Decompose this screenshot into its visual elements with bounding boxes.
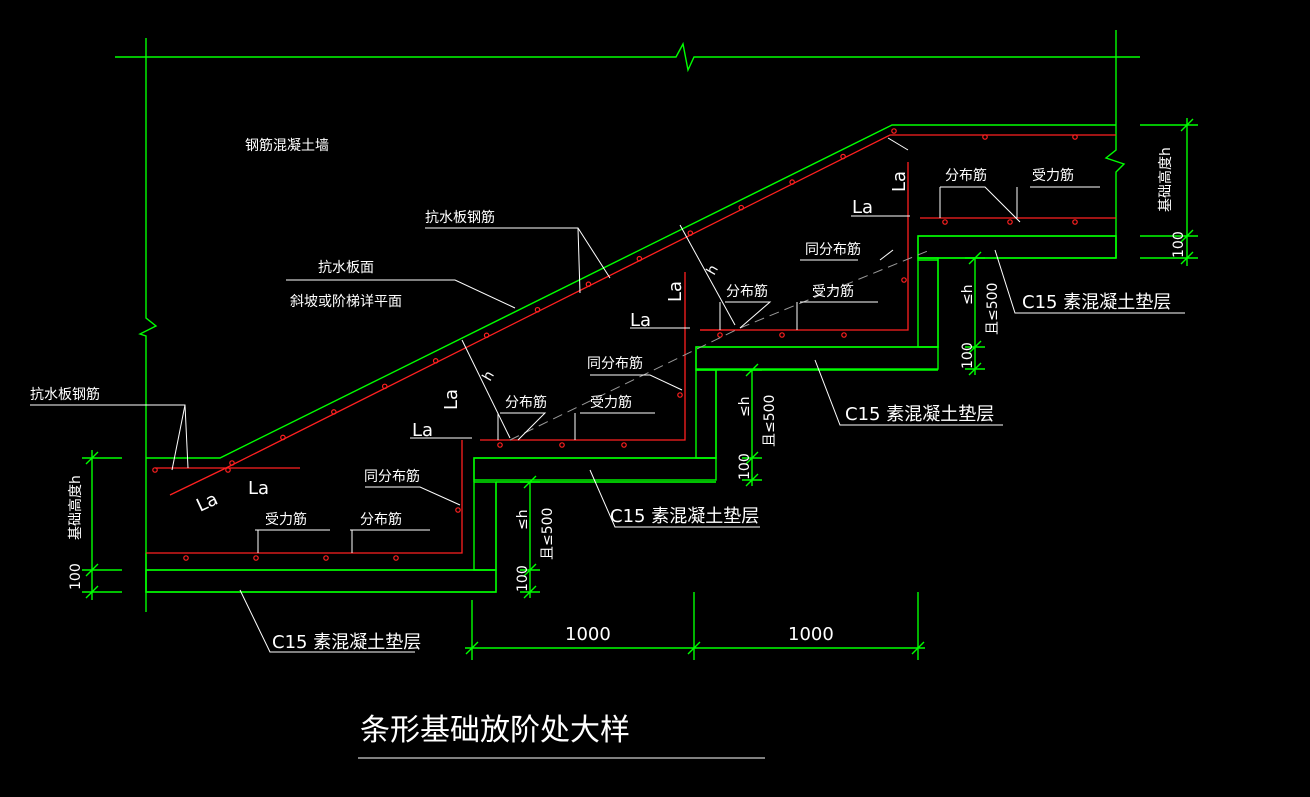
rebar-section-dot bbox=[738, 204, 745, 211]
la-label-6: La bbox=[665, 281, 686, 302]
rebar-lines bbox=[146, 134, 1116, 554]
main-rebar-label-4: 受力筋 bbox=[265, 511, 307, 528]
main-rebar-label-2: 受力筋 bbox=[812, 283, 854, 300]
rebar-section-dot bbox=[483, 332, 490, 339]
le-h-label-2: ≤h bbox=[737, 396, 753, 417]
same-dist-rebar-label-3: 同分布筋 bbox=[364, 468, 420, 485]
step-risers bbox=[473, 257, 939, 571]
dist-rebar-label-1: 分布筋 bbox=[945, 167, 987, 184]
dimension-lines bbox=[82, 118, 1198, 660]
la-label-5: La bbox=[630, 310, 651, 331]
dim-100-label-4: 100 bbox=[960, 342, 976, 369]
main-rebar-label-3: 受力筋 bbox=[590, 394, 632, 411]
la-label-3: La bbox=[412, 420, 433, 441]
pad-label-2: C15 素混凝土垫层 bbox=[845, 404, 994, 425]
rebar-section-dot bbox=[891, 128, 897, 134]
same-dist-rebar-label-2: 同分布筋 bbox=[587, 355, 643, 372]
anti-face-label: 抗水板面 bbox=[318, 260, 374, 276]
le-500-label-3: 且≤500 bbox=[985, 283, 1001, 335]
la-label-2: La bbox=[193, 489, 221, 517]
rebar-section-dot bbox=[225, 467, 231, 473]
le-500-label-1: 且≤500 bbox=[540, 508, 556, 560]
rebar-section-dot bbox=[982, 134, 988, 140]
main-rebar-label-1: 受力筋 bbox=[1032, 167, 1074, 184]
dim-100-label-2: 100 bbox=[515, 565, 531, 592]
rebar-section-dot bbox=[841, 332, 847, 338]
anti-rebar-top-label: 抗水板钢筋 bbox=[425, 209, 495, 226]
le-h-label-3: ≤h bbox=[960, 284, 976, 305]
dim-100-label-1: 100 bbox=[68, 563, 84, 590]
concrete-pads bbox=[145, 235, 1117, 593]
rebar-section-dot bbox=[393, 555, 399, 561]
rebar-section-dot bbox=[789, 179, 795, 185]
rebar-section-dot bbox=[585, 281, 592, 288]
rebar-section-dot bbox=[1072, 219, 1078, 225]
found-height-label-1: 基础高度h bbox=[67, 475, 84, 540]
la-label-1: La bbox=[248, 478, 269, 499]
dim-100-label-5: 100 bbox=[1171, 231, 1187, 258]
rebar-section-dot bbox=[229, 460, 235, 466]
le-500-label-2: 且≤500 bbox=[762, 395, 778, 447]
rebar-section-dot bbox=[432, 358, 439, 364]
rebar-section-dot bbox=[1007, 219, 1013, 225]
la-label-8: La bbox=[889, 171, 910, 192]
rebar-section-dot bbox=[687, 230, 694, 236]
slope-plane-label: 斜坡或阶梯详平面 bbox=[290, 294, 402, 310]
rebar-section-dot bbox=[497, 442, 503, 448]
dashed-reference bbox=[509, 249, 931, 441]
rebar-section-dot bbox=[840, 153, 846, 160]
pad-label-1: C15 素混凝土垫层 bbox=[1022, 292, 1171, 313]
rebar-section-dot bbox=[534, 306, 541, 313]
anti-rebar-left-label: 抗水板钢筋 bbox=[30, 386, 100, 403]
rebar-section-dot bbox=[253, 555, 259, 561]
same-dist-rebar-label-1: 同分布筋 bbox=[805, 241, 861, 258]
rebar-section-dot bbox=[323, 555, 329, 561]
dim-1000-label-2: 1000 bbox=[788, 624, 834, 645]
rebar-section-dot bbox=[280, 434, 286, 441]
dim-1000-label-1: 1000 bbox=[565, 624, 611, 645]
rebar-section-dot bbox=[381, 383, 388, 390]
rebar-section-dot bbox=[1072, 134, 1078, 140]
leader-lines bbox=[30, 137, 1185, 653]
rebar-section-dot bbox=[901, 277, 907, 283]
rebar-section-dot bbox=[152, 467, 158, 473]
rebar-dots bbox=[152, 128, 1078, 561]
rebar-section-dot bbox=[636, 255, 643, 262]
dist-rebar-label-2: 分布筋 bbox=[726, 283, 768, 300]
le-h-label-1: ≤h bbox=[515, 509, 531, 530]
wall-label: 钢筋混凝土墙 bbox=[245, 137, 329, 154]
rebar-section-dot bbox=[331, 409, 337, 415]
la-label-7: La bbox=[852, 197, 873, 218]
dist-rebar-label-4: 分布筋 bbox=[360, 511, 402, 528]
dist-rebar-label-3: 分布筋 bbox=[505, 394, 547, 411]
rebar-section-dot bbox=[717, 332, 723, 338]
rebar-section-dot bbox=[455, 507, 461, 513]
h-label-2: h bbox=[704, 262, 722, 278]
rebar-section-dot bbox=[621, 442, 627, 448]
rebar-section-dot bbox=[183, 555, 189, 561]
text-labels: 钢筋混凝土墙 抗水板钢筋 抗水板面 斜坡或阶梯详平面 抗水板钢筋 La La L… bbox=[30, 137, 1187, 759]
rebar-section-dot bbox=[677, 392, 683, 398]
la-label-4: La bbox=[441, 389, 462, 410]
pad-label-4: C15 素混凝土垫层 bbox=[272, 632, 421, 653]
rebar-section-dot bbox=[779, 332, 785, 338]
pad-label-3: C15 素混凝土垫层 bbox=[610, 506, 759, 527]
rebar-section-dot bbox=[942, 219, 948, 225]
rebar-section-dot bbox=[559, 442, 565, 448]
dim-100-label-3: 100 bbox=[737, 453, 753, 480]
found-height-label-2: 基础高度h bbox=[1157, 147, 1174, 212]
drawing-title: 条形基础放阶处大样 bbox=[360, 713, 630, 748]
